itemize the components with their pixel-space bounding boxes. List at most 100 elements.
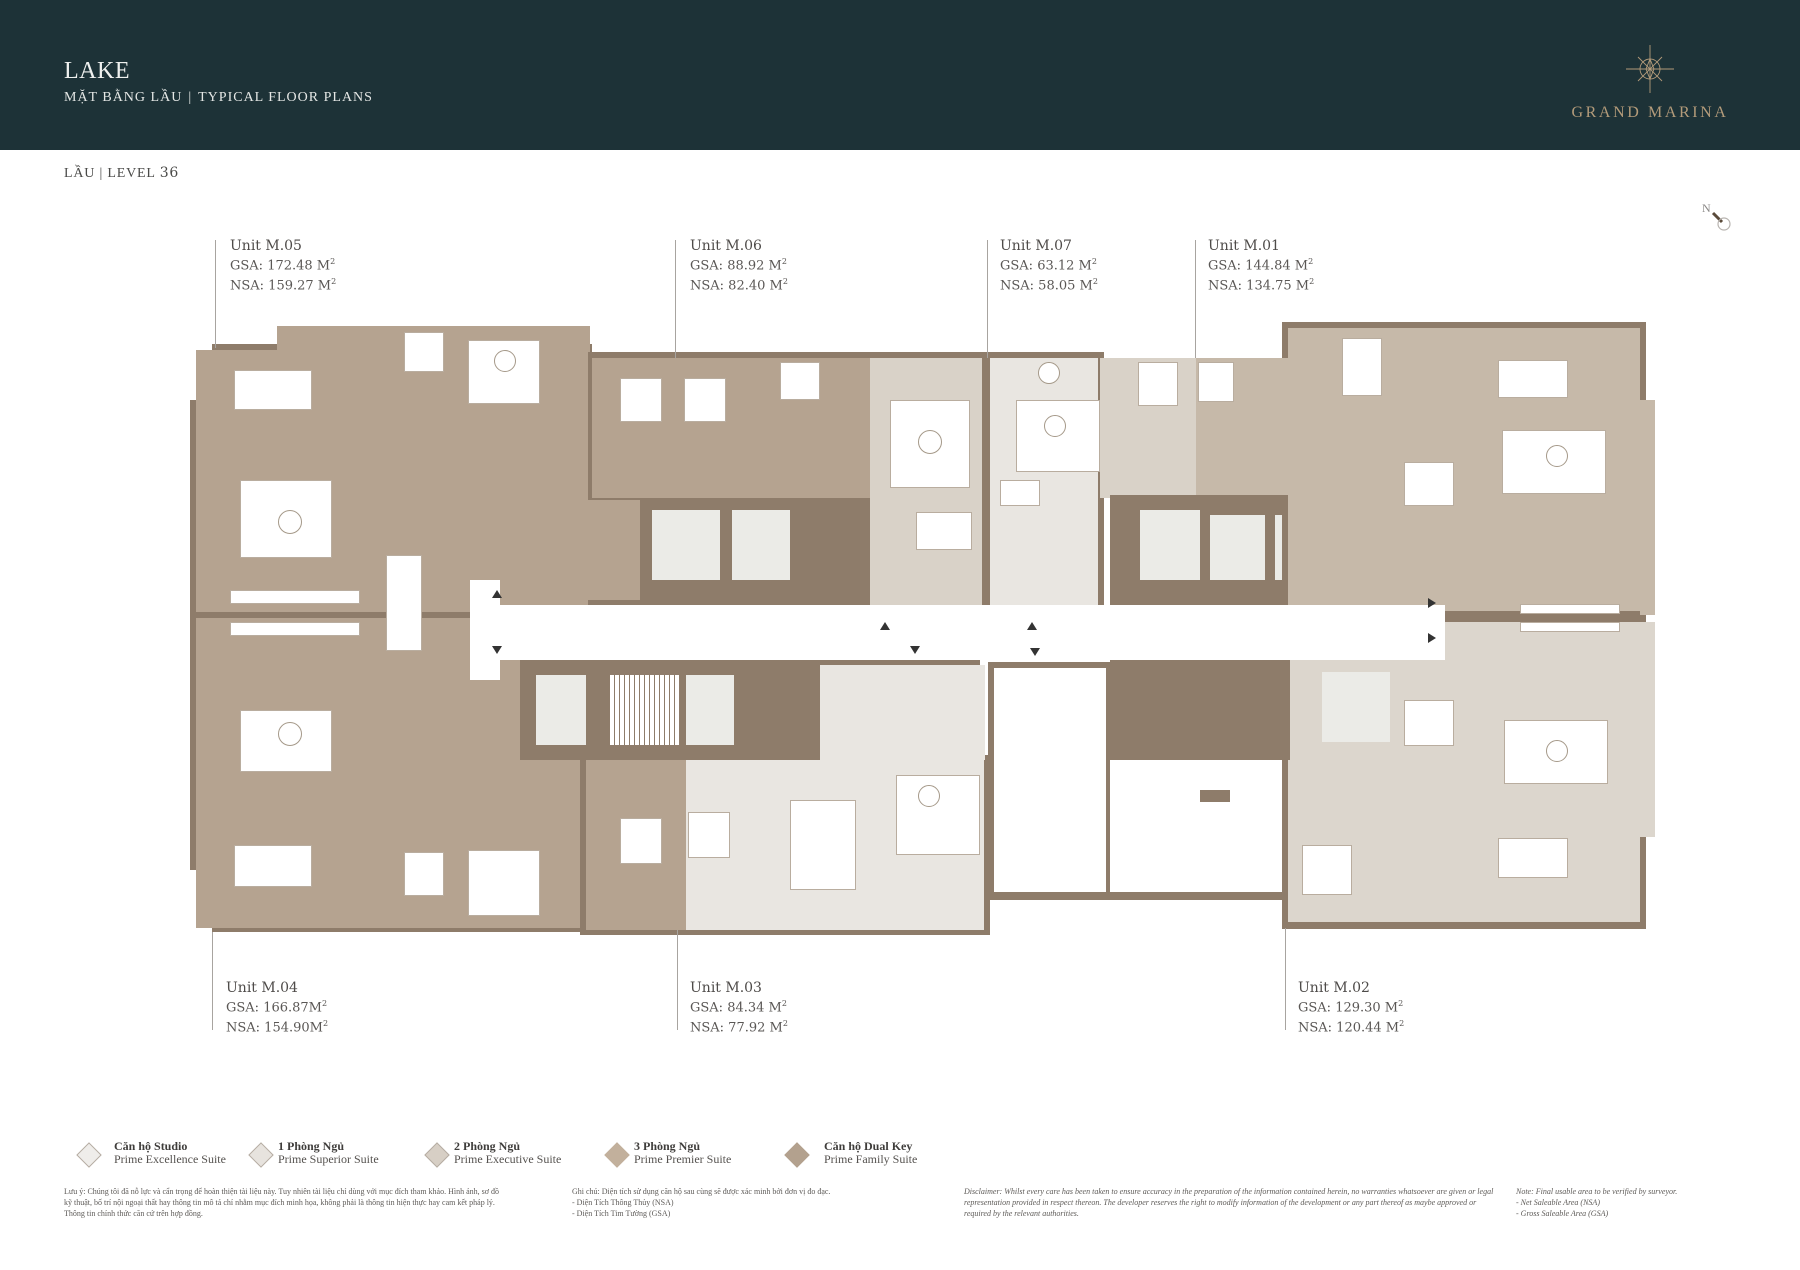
unit-nsa: NSA: 154.90M2 <box>226 1019 329 1036</box>
north-arrow-icon: N <box>1702 201 1731 231</box>
unit-label-m06[interactable]: Unit M.06 GSA: 88.92 M2 NSA: 82.40 M2 <box>690 238 788 295</box>
bed <box>1498 360 1568 398</box>
service-lift-1 <box>536 675 586 745</box>
north-arrow: N <box>1700 200 1740 240</box>
leader-line-m04 <box>212 932 213 1030</box>
brand-name: GRAND MARINA <box>1571 104 1729 121</box>
compass-star-icon <box>1626 45 1674 93</box>
unit-nsa: NSA: 120.44 M2 <box>1298 1019 1405 1036</box>
living-rug <box>896 775 980 855</box>
coffee-table <box>1546 445 1568 467</box>
lift-7 <box>1322 672 1390 742</box>
exit-arrow-icon <box>1428 633 1436 643</box>
note-vi: Lưu ý: Chúng tôi đã nỗ lực và cẩn trọng … <box>64 1187 499 1218</box>
unit-label-m01[interactable]: Unit M.01 GSA: 144.84 M2 NSA: 134.75 M2 <box>1208 238 1314 295</box>
diamond-swatch-icon <box>604 1142 630 1168</box>
leader-line-m07 <box>987 240 988 358</box>
unit-gsa: GSA: 166.87M2 <box>226 999 328 1016</box>
unit-m03-bath-kitchen <box>820 665 985 760</box>
unit-gsa: GSA: 63.12 M2 <box>1000 257 1097 274</box>
study-desk <box>790 800 856 890</box>
unit-name: Unit M.06 <box>690 238 762 254</box>
exit-arrow-icon <box>492 646 502 654</box>
bed <box>620 818 662 864</box>
unit-gsa: GSA: 88.92 M2 <box>690 257 787 274</box>
exit-arrow-icon <box>1428 598 1436 608</box>
dining-table <box>916 512 972 550</box>
page-subtitle: MẶT BẰNG LẦU|TYPICAL FLOOR PLANS <box>64 90 373 106</box>
leader-line-m03 <box>677 930 678 1030</box>
disclaimer: Disclaimer: Whilst every care has been t… <box>964 1187 1494 1218</box>
bed <box>620 378 662 422</box>
page-header: LAKE MẶT BẰNG LẦU|TYPICAL FLOOR PLANS GR… <box>0 0 1800 150</box>
bed <box>1198 362 1234 402</box>
living-rug <box>468 850 540 916</box>
bed <box>688 812 730 858</box>
level-label: LẦU | LEVEL <box>64 166 156 181</box>
building-title: LAKE <box>64 58 130 84</box>
bed <box>234 370 312 410</box>
kitchen-counter <box>1520 622 1620 632</box>
bed <box>1342 338 1382 396</box>
unit-nsa: NSA: 82.40 M2 <box>690 277 788 294</box>
coffee-table <box>918 430 942 454</box>
unit-label-m04[interactable]: Unit M.04 GSA: 166.87M2 NSA: 154.90M2 <box>226 980 328 1037</box>
coffee-table <box>494 350 516 372</box>
note-area-en: Note: Final usable area to be verified b… <box>1516 1187 1678 1218</box>
unit-gsa: GSA: 129.30 M2 <box>1298 999 1404 1016</box>
diamond-swatch-icon <box>784 1142 810 1168</box>
brand-logo: GRAND MARINA <box>1560 40 1740 130</box>
exit-arrow-icon <box>1030 648 1040 656</box>
void-area-1 <box>994 668 1106 892</box>
dining-table <box>386 555 422 651</box>
leader-line-m02 <box>1285 928 1286 1030</box>
unit-nsa: NSA: 58.05 M2 <box>1000 277 1098 294</box>
unit-nsa: NSA: 134.75 M2 <box>1208 277 1315 294</box>
unit-gsa: GSA: 144.84 M2 <box>1208 257 1314 274</box>
dining-table <box>1404 462 1454 506</box>
staircase-1 <box>610 675 680 745</box>
void-fixture <box>1200 790 1230 802</box>
stair-lobby-1 <box>686 675 734 745</box>
unit-gsa: GSA: 172.48 M2 <box>230 257 336 274</box>
kitchen-counter <box>230 622 360 636</box>
subtitle-separator: | <box>188 90 193 105</box>
lift-4 <box>1210 515 1265 580</box>
diamond-swatch-icon <box>424 1142 450 1168</box>
central-corridor <box>478 605 1445 660</box>
unit-name: Unit M.01 <box>1208 238 1280 254</box>
bed <box>404 852 444 896</box>
lift-2 <box>732 510 790 580</box>
unit-name: Unit M.07 <box>1000 238 1072 254</box>
diamond-swatch-icon <box>248 1142 274 1168</box>
void-area-2 <box>1110 760 1282 892</box>
subtitle-en: TYPICAL FLOOR PLANS <box>198 90 373 105</box>
unit-label-m03[interactable]: Unit M.03 GSA: 84.34 M2 NSA: 77.92 M2 <box>690 980 788 1037</box>
unit-gsa: GSA: 84.34 M2 <box>690 999 787 1016</box>
bed <box>1498 838 1568 878</box>
unit-nsa: NSA: 77.92 M2 <box>690 1019 788 1036</box>
living-rug <box>1502 430 1606 494</box>
unit-m02-balcony <box>1640 622 1655 837</box>
unit-label-m07[interactable]: Unit M.07 GSA: 63.12 M2 NSA: 58.05 M2 <box>1000 238 1098 295</box>
unit-name: Unit M.05 <box>230 238 302 254</box>
coffee-table <box>278 510 302 534</box>
exit-arrow-icon <box>880 622 890 630</box>
bed <box>1138 362 1178 406</box>
kitchen-counter <box>1520 604 1620 614</box>
unit-m01-balcony <box>1640 400 1655 615</box>
bed <box>1302 845 1352 895</box>
unit-name: Unit M.04 <box>226 980 298 996</box>
unit-m05-service <box>530 500 640 600</box>
coffee-table <box>918 785 940 807</box>
leader-line-m01 <box>1195 240 1196 358</box>
lift-1 <box>652 510 720 580</box>
round-table <box>1038 362 1060 384</box>
unit-label-m02[interactable]: Unit M.02 GSA: 129.30 M2 NSA: 120.44 M2 <box>1298 980 1404 1037</box>
unit-label-m05[interactable]: Unit M.05 GSA: 172.48 M2 NSA: 159.27 M2 <box>230 238 336 295</box>
unit-nsa: NSA: 159.27 M2 <box>230 277 337 294</box>
leader-line-m05 <box>215 240 216 348</box>
diamond-swatch-icon <box>76 1142 102 1168</box>
